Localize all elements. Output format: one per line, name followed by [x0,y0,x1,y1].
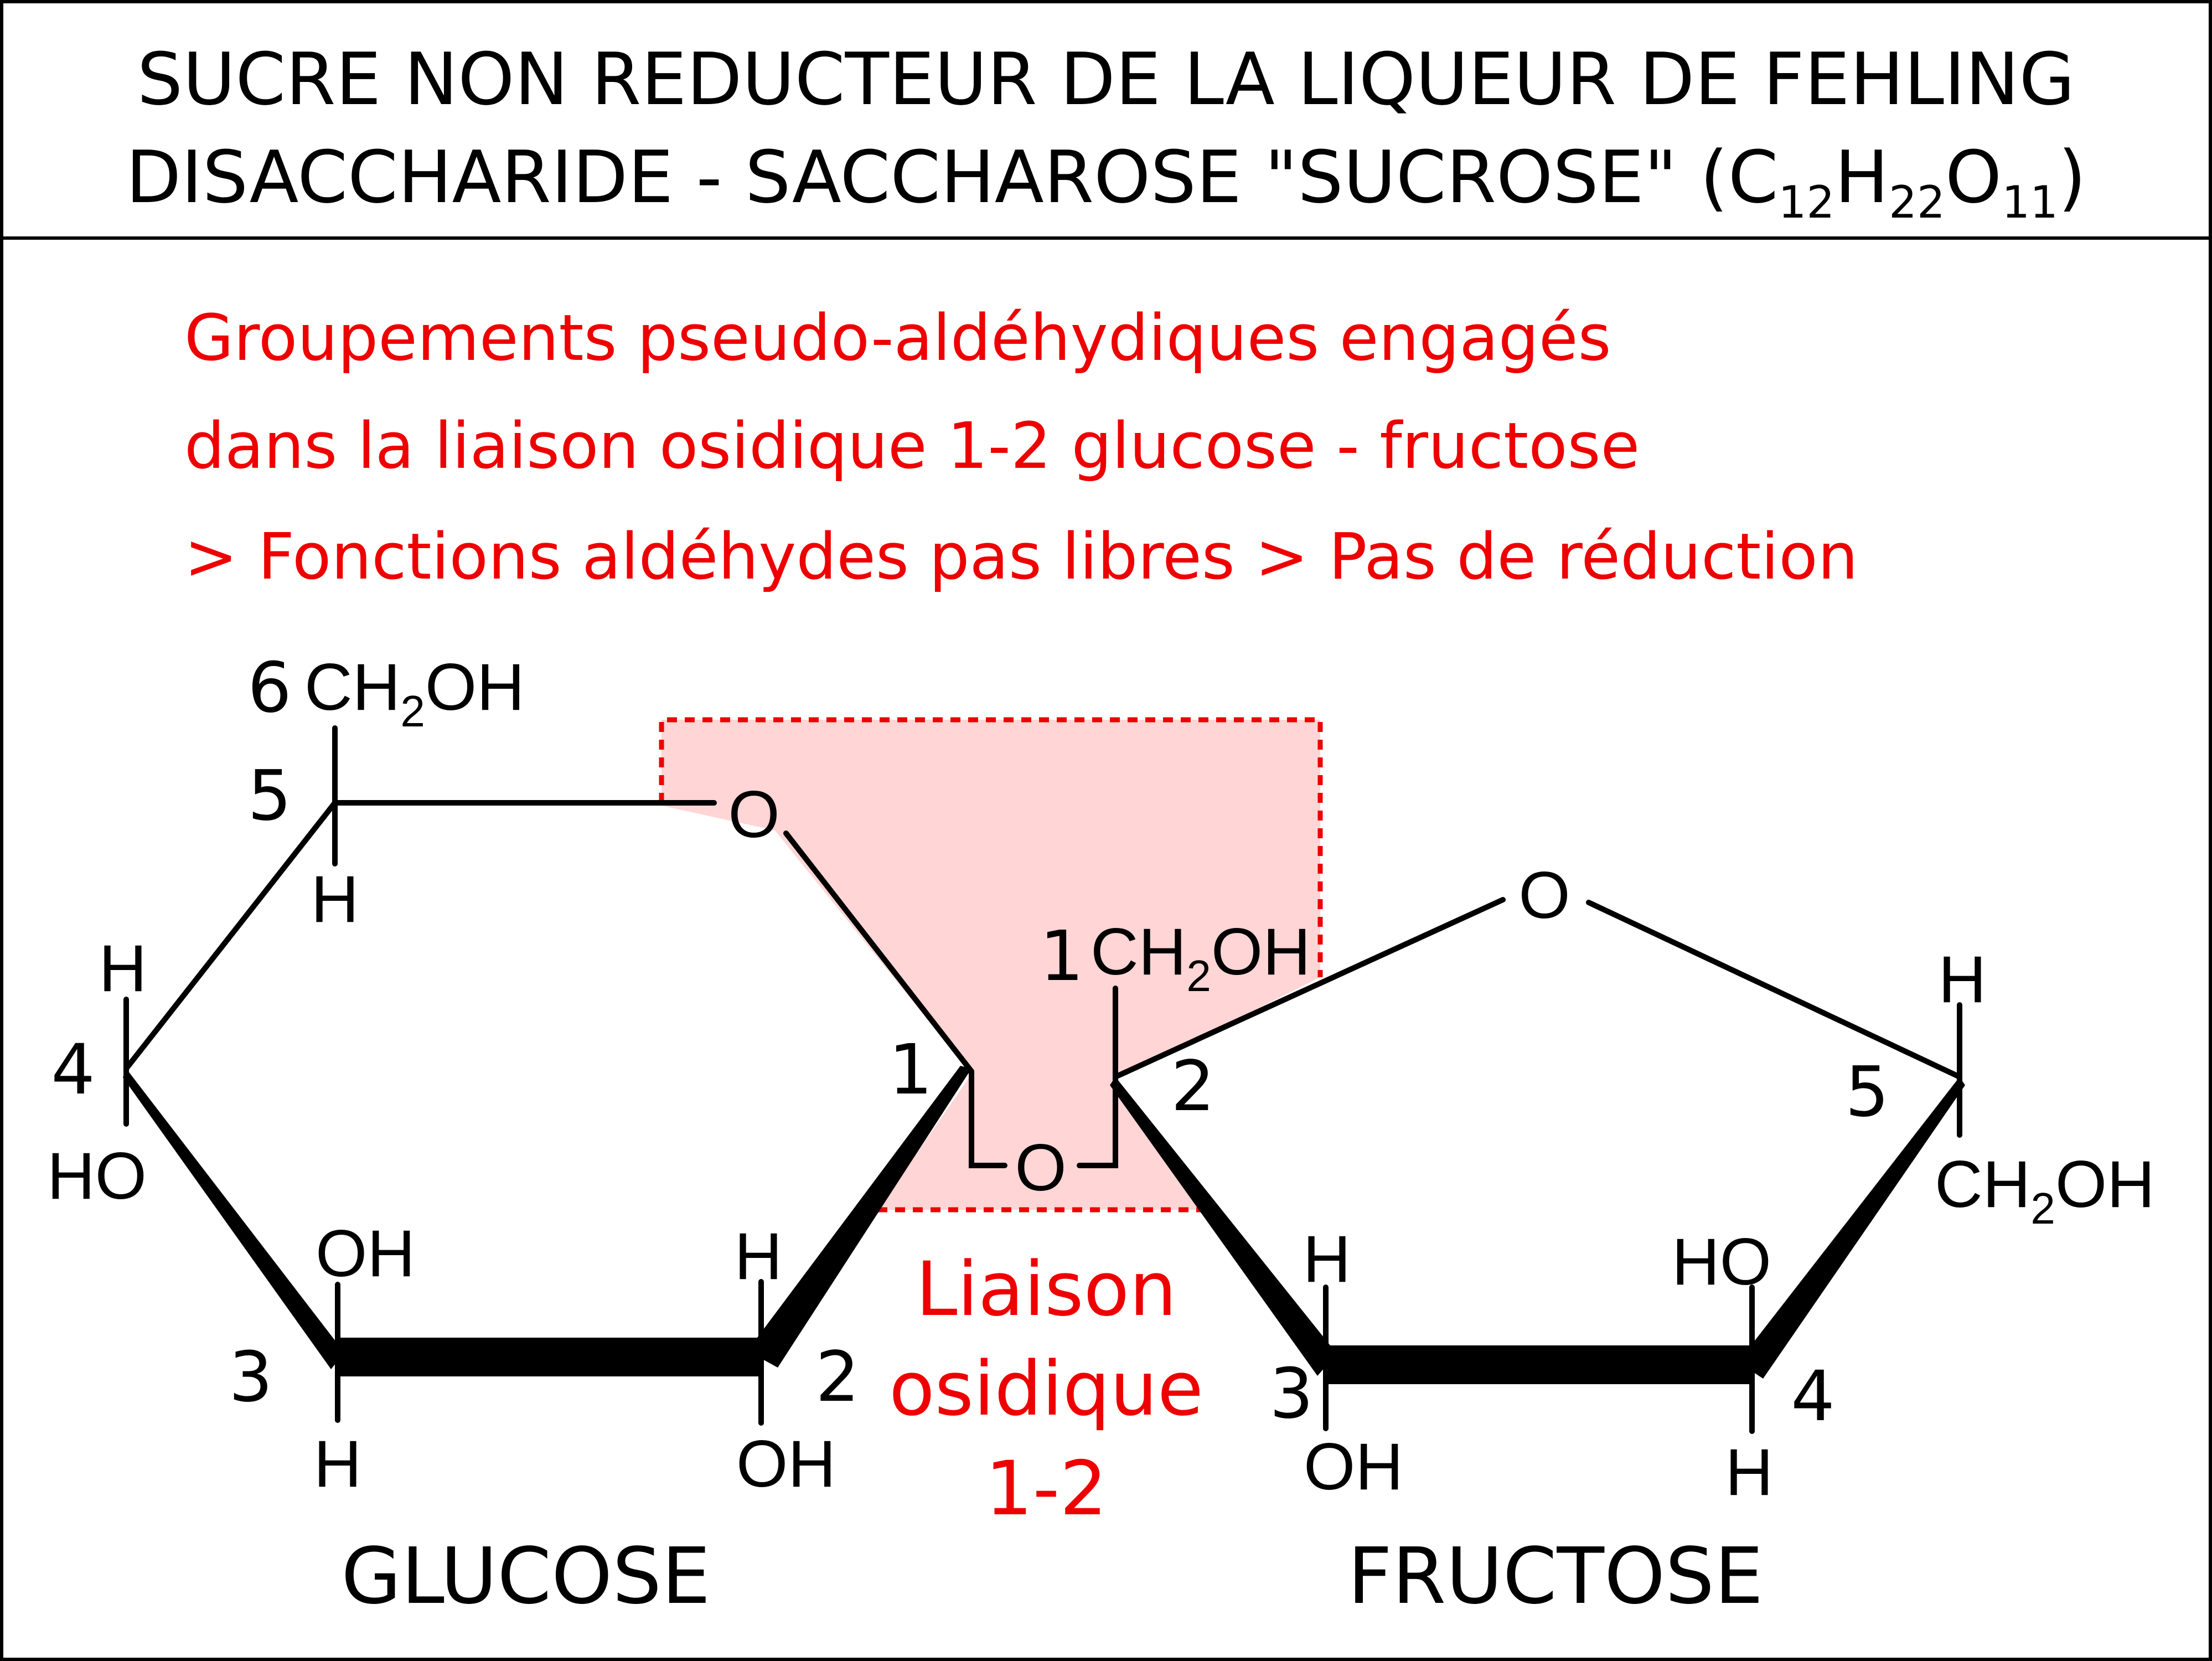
glucose-number-2: 2 [815,1337,860,1417]
fructose-number-4: 4 [1791,1356,1835,1437]
glucose-c2-oh: OH [736,1427,836,1501]
fructose-c6-oh: OH [2055,1147,2155,1221]
glucose-c3-oh: OH [316,1216,415,1291]
formula-h-subscript: 22 [1889,177,1945,228]
fructose-bridge-o-to-c2 [1077,1074,1118,1168]
fructose-wedge-c4-c5 [1738,1077,1965,1379]
title-line-2-prefix: DISACCHARIDE - SACCHAROSE "SUCROSE" (C [126,135,1778,219]
formula-o-subscript: 11 [2002,177,2058,228]
formula-close: ) [2058,135,2086,219]
glycosidic-highlight [661,720,1320,1210]
fructose-c6-ch2oh: CH2OH [1935,1147,2155,1233]
fructose-bond-o-c5 [1586,900,1962,1080]
fructose-c1-oh: OH [1211,915,1311,989]
fructose-label: FRUCTOSE [1347,1531,1763,1622]
glucose-number-6: 6 [247,648,292,728]
fructose-c1-ch2oh: CH2OH [1091,915,1311,1000]
formula-c-subscript: 12 [1779,177,1835,228]
fructose-c1-sub: 2 [1186,951,1211,1000]
glucose-bond-c5-c4 [123,800,338,1071]
glucose-wedge-c2-c1 [747,1066,971,1368]
explanation-line-3: > Fonctions aldéhydes pas libres > Pas d… [184,520,1858,594]
fructose-c3-h: H [1303,1222,1351,1296]
fructose-c1-ch: CH [1091,915,1186,989]
explanation-line-1: Groupements pseudo-aldéhydiques engagés [184,301,1611,375]
glucose-number-1: 1 [888,1030,933,1110]
glucose-number-3: 3 [229,1337,273,1417]
glucose-c6-ch: CH [304,650,400,724]
fructose-bond-c3-c4-bold [1323,1345,1755,1384]
fructose-c4-h: H [1725,1435,1774,1509]
glucose-bond-c3-c2-bold [335,1338,764,1376]
title-line-2: DISACCHARIDE - SACCHAROSE "SUCROSE" (C12… [126,135,2086,228]
glucose-c6-ch2oh: CH2OH [304,650,525,736]
fructose-wedge-c2-c3 [1110,1077,1337,1376]
fructose-c3-oh: OH [1304,1430,1403,1504]
glucose-wedge-c4-c3 [123,1069,344,1369]
highlight-dashed-border-top [659,717,1323,977]
glucose-c1-to-bridge-o [969,1069,1007,1168]
explanation-line-2: dans la liaison osidique 1-2 glucose - f… [184,409,1640,483]
title-line-1: SUCRE NON REDUCTEUR DE LA LIQUEUR DE FEH… [137,37,2075,121]
glycosidic-bridge-oxygen: O [1015,1131,1066,1205]
fructose-c6-ch: CH [1935,1147,2030,1221]
glucose-c6-oh: OH [425,650,525,724]
glucose-label: GLUCOSE [341,1531,710,1622]
fructose-number-1: 1 [1040,916,1084,997]
glucose-ring-oxygen: O [728,777,779,852]
glucose-c4-oh: HO [47,1139,147,1213]
fructose-c6-sub: 2 [2030,1184,2055,1233]
formula-h: H [1834,135,1889,219]
fructose-number-3: 3 [1269,1354,1314,1434]
liaison-label-line-2: osidique [889,1345,1203,1432]
glucose-c4-h: H [99,931,147,1005]
fructose-ring-oxygen: O [1518,858,1570,932]
fructose-c4-oh: HO [1672,1225,1771,1299]
fructose-bond-c2-o [1113,897,1506,1080]
glucose-c3-h: H [314,1427,362,1501]
liaison-label-line-1: Liaison [916,1246,1176,1333]
fructose-number-2: 2 [1171,1046,1215,1127]
fructose-c5-h: H [1939,942,1987,1017]
glucose-number-4: 4 [51,1030,95,1110]
glucose-ring [123,725,1007,1426]
glucose-c6-sub: 2 [400,687,425,736]
fructose-ring [1077,897,1962,1434]
liaison-label-line-3: 1-2 [985,1445,1108,1532]
glucose-c2-h: H [735,1219,783,1293]
fructose-number-5: 5 [1845,1052,1889,1132]
glucose-bond-o-c1 [783,830,974,1074]
glucose-c5-h: H [311,862,359,936]
glucose-number-5: 5 [247,756,292,836]
formula-o: O [1945,135,2002,219]
